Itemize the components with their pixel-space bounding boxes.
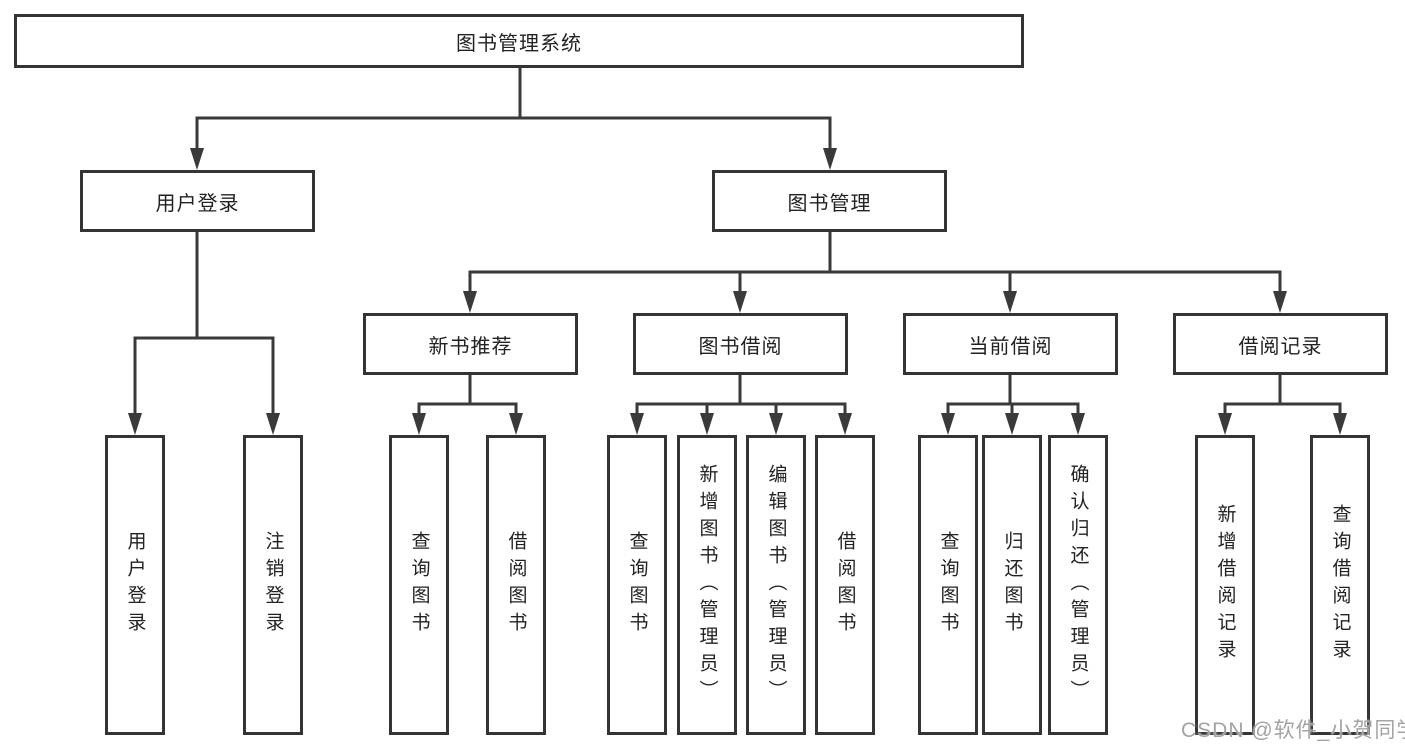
leaf-add-books-admin: 新增图书（管理员） [677, 435, 737, 735]
connector-book-management [468, 230, 1282, 297]
leaf-edit-books-admin: 编辑图书（管理员） [746, 435, 806, 735]
leaf-logout-label: 注销登录 [262, 531, 284, 639]
leaf-add-borrow-record: 新增借阅记录 [1195, 435, 1255, 735]
connector-new-book-recommendation [417, 373, 518, 419]
leaf-edit-books-admin-label: 编辑图书（管理员） [765, 463, 787, 707]
node-current-borrowing-label: 当前借阅 [968, 335, 1053, 358]
leaf-logout: 注销登录 [243, 435, 303, 735]
leaf-add-books-admin-label: 新增图书（管理员） [696, 463, 718, 707]
node-book-management-label: 图书管理 [787, 192, 872, 215]
connector-user-login [133, 230, 275, 419]
connector-root [195, 66, 832, 154]
leaf-borrow-books-recommend-label: 借阅图书 [505, 531, 527, 639]
csdn-watermark: CSDN @软件_小贺同学 [1181, 719, 1405, 742]
connector-book-borrowing [635, 373, 847, 419]
node-book-management: 图书管理 [712, 170, 947, 232]
leaf-borrow-books-label: 借阅图书 [834, 531, 856, 639]
node-new-book-recommendation-label: 新书推荐 [428, 335, 513, 358]
leaf-return-books: 归还图书 [982, 435, 1042, 735]
leaf-query-borrow-record-label: 查询借阅记录 [1329, 504, 1351, 666]
node-library-management-system-label: 图书管理系统 [456, 32, 582, 55]
connector-current-borrowing [946, 373, 1080, 419]
leaf-add-borrow-record-label: 新增借阅记录 [1214, 504, 1236, 666]
leaf-user-login: 用户登录 [105, 435, 165, 735]
leaf-query-books-borrowing: 查询图书 [607, 435, 667, 735]
leaf-query-books-current: 查询图书 [918, 435, 978, 735]
leaf-confirm-return-admin-label: 确认归还（管理员） [1067, 463, 1089, 707]
leaf-return-books-label: 归还图书 [1001, 531, 1023, 639]
node-book-borrowing-label: 图书借阅 [698, 335, 783, 358]
node-book-borrowing: 图书借阅 [633, 313, 848, 375]
leaf-query-books-borrowing-label: 查询图书 [626, 531, 648, 639]
leaf-user-login-label: 用户登录 [124, 531, 146, 639]
leaf-query-books-recommend-label: 查询图书 [408, 531, 430, 639]
node-user-login: 用户登录 [80, 170, 315, 232]
leaf-query-books-recommend: 查询图书 [389, 435, 449, 735]
leaf-borrow-books: 借阅图书 [815, 435, 875, 735]
node-user-login-label: 用户登录 [155, 192, 240, 215]
node-new-book-recommendation: 新书推荐 [363, 313, 578, 375]
node-library-management-system: 图书管理系统 [14, 14, 1024, 68]
leaf-confirm-return-admin: 确认归还（管理员） [1048, 435, 1108, 735]
leaf-query-books-current-label: 查询图书 [937, 531, 959, 639]
leaf-borrow-books-recommend: 借阅图书 [486, 435, 546, 735]
node-borrowing-records-label: 借阅记录 [1238, 335, 1323, 358]
connector-borrowing-records [1223, 373, 1342, 419]
node-borrowing-records: 借阅记录 [1173, 313, 1388, 375]
node-current-borrowing: 当前借阅 [903, 313, 1118, 375]
leaf-query-borrow-record: 查询借阅记录 [1310, 435, 1370, 735]
